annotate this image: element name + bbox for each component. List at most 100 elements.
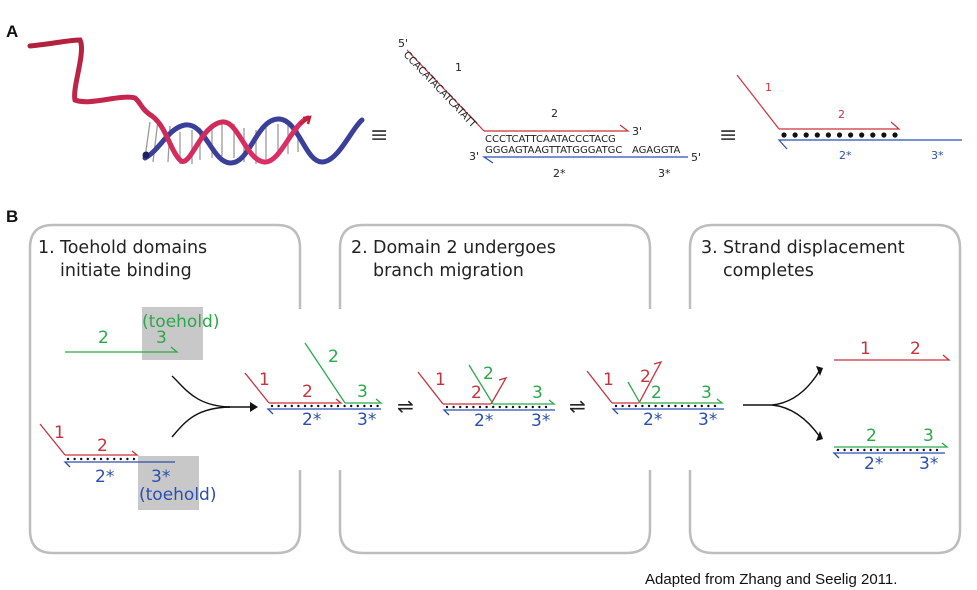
- base-pair-dot: [119, 457, 123, 461]
- base-pair-dot: [363, 404, 366, 408]
- five-prime-bottom: 5': [691, 151, 701, 164]
- blue-strand-end: [142, 151, 150, 159]
- svg-text:1.: 1.: [38, 238, 55, 258]
- incumbent-domain-1-label: 1: [54, 423, 65, 443]
- base-pair-dot: [445, 405, 449, 409]
- base-pair-dot: [654, 404, 657, 408]
- toehold-highlight-complement: [138, 456, 199, 510]
- svg-text:1: 1: [860, 339, 871, 359]
- complement-2star-label: 2*: [95, 467, 114, 487]
- abstract-complement: [777, 139, 962, 150]
- step-3-title: 3. Strand displacement completes: [701, 238, 905, 281]
- abstract-domain-3star-label: 3*: [931, 149, 944, 162]
- credit-text: Adapted from Zhang and Seelig 2011.: [645, 571, 897, 588]
- base-pair-dot: [621, 404, 624, 408]
- base-pair-dot: [126, 457, 129, 461]
- merge-arrow: [171, 375, 258, 438]
- base-pair-dot: [889, 448, 892, 452]
- base-pair-dot: [356, 404, 359, 408]
- base-pair-dot: [916, 448, 919, 452]
- equivalence-symbol-2: ≡: [719, 123, 737, 148]
- domain-1-sequence: CCACATACATCATATT: [401, 49, 479, 130]
- base-pair-dot: [303, 404, 307, 408]
- base-pair-dot: [700, 404, 703, 408]
- base-pair-dot: [707, 404, 710, 408]
- base-pair-dot: [472, 405, 475, 409]
- base-pair-dot: [909, 448, 912, 452]
- base-pair-dot: [814, 132, 820, 138]
- base-pair-dot: [803, 132, 809, 138]
- complement-strand: [482, 156, 688, 164]
- red-strand-3d: [27, 37, 311, 165]
- base-pair-dot: [859, 132, 865, 138]
- base-pair-dot: [343, 404, 346, 408]
- base-pair-dot: [317, 404, 320, 408]
- equilibrium-arrow-1: ⇌: [397, 394, 414, 418]
- base-pair-dot: [634, 404, 637, 408]
- svg-text:2*: 2*: [302, 410, 321, 430]
- base-pair-dot: [66, 457, 70, 461]
- abstract-domain-1: [736, 74, 780, 130]
- base-pair-dot: [661, 404, 664, 408]
- base-pair-dot: [86, 457, 90, 461]
- base-pair-dot: [869, 448, 873, 452]
- base-pair-dot: [614, 404, 618, 408]
- domain-2star-label: 2*: [553, 167, 566, 180]
- svg-text:2: 2: [471, 383, 482, 403]
- svg-text:3*: 3*: [919, 454, 938, 474]
- complex-toehold-bound: 1 2 2 3 2* 3*: [244, 342, 383, 430]
- abstract-view: 1 2 2* 3*: [736, 74, 962, 162]
- base-pair-dot: [538, 405, 541, 409]
- base-pair-dot: [270, 404, 274, 408]
- base-pair-dot: [825, 132, 832, 138]
- base-pair-dot: [863, 448, 866, 452]
- step-3-box: [688, 223, 962, 555]
- released-incumbent-strand: 1 2: [834, 339, 951, 361]
- base-pair-dot: [492, 405, 495, 409]
- complex-branch-migration-1: 1 2 2 3 2* 3*: [417, 364, 556, 431]
- abstract-domain-2star-label: 2*: [839, 149, 852, 162]
- toehold-highlights: [138, 307, 203, 510]
- base-pair-dot: [113, 457, 116, 461]
- red-strand-arrowhead: [299, 115, 312, 126]
- base-pair-dot: [511, 405, 515, 409]
- toehold-label-blue: (toehold): [139, 485, 216, 505]
- complement-3star-label: 3*: [151, 467, 170, 487]
- domain-2-strand: [484, 124, 630, 132]
- base-pair-dot: [892, 132, 898, 138]
- invader-domain-2-label: 2: [98, 328, 109, 348]
- svg-text:2.: 2.: [351, 238, 368, 258]
- base-pair-dot: [336, 404, 340, 408]
- dna-helix-illustration: [27, 37, 365, 166]
- panel-b-label: B: [6, 207, 18, 226]
- base-pair-dot: [80, 457, 83, 461]
- base-pair-dot: [73, 457, 76, 461]
- toehold-label-green: (toehold): [142, 312, 219, 332]
- invader-domain-3-label: 3: [156, 328, 167, 348]
- base-pair-dot: [132, 457, 136, 461]
- base-pair-dot: [870, 132, 876, 138]
- incumbent-domain-2-label: 2: [97, 436, 108, 456]
- domain-1-strand: [406, 49, 485, 132]
- base-pair-dot: [505, 405, 508, 409]
- product-duplex: 2 3 2* 3*: [832, 426, 949, 474]
- complement-strand-step1: [63, 461, 175, 468]
- svg-text:Domain 2 undergoes: Domain 2 undergoes: [373, 238, 556, 258]
- svg-text:3*: 3*: [698, 410, 717, 430]
- base-pair-dot: [674, 404, 677, 408]
- base-pair-dot: [99, 457, 103, 461]
- base-pair-dot: [290, 404, 293, 408]
- base-pair-dot: [518, 405, 521, 409]
- base-pair-dot: [376, 404, 379, 408]
- svg-text:3: 3: [701, 383, 712, 403]
- blue-strand-3d: [142, 116, 365, 166]
- base-pair-dot: [896, 448, 899, 452]
- svg-text:3*: 3*: [531, 411, 550, 431]
- base-pair-dot: [369, 404, 373, 408]
- abstract-domain-1-label: 1: [765, 81, 772, 94]
- base-pair-dot: [856, 448, 859, 452]
- base-pair-dot: [843, 448, 846, 452]
- top-sequence: CCCTCATTCAATACCCTACG: [485, 134, 616, 145]
- bottom-sequence-2star: GGGAGTAAGTTATGGGATGC: [485, 145, 622, 156]
